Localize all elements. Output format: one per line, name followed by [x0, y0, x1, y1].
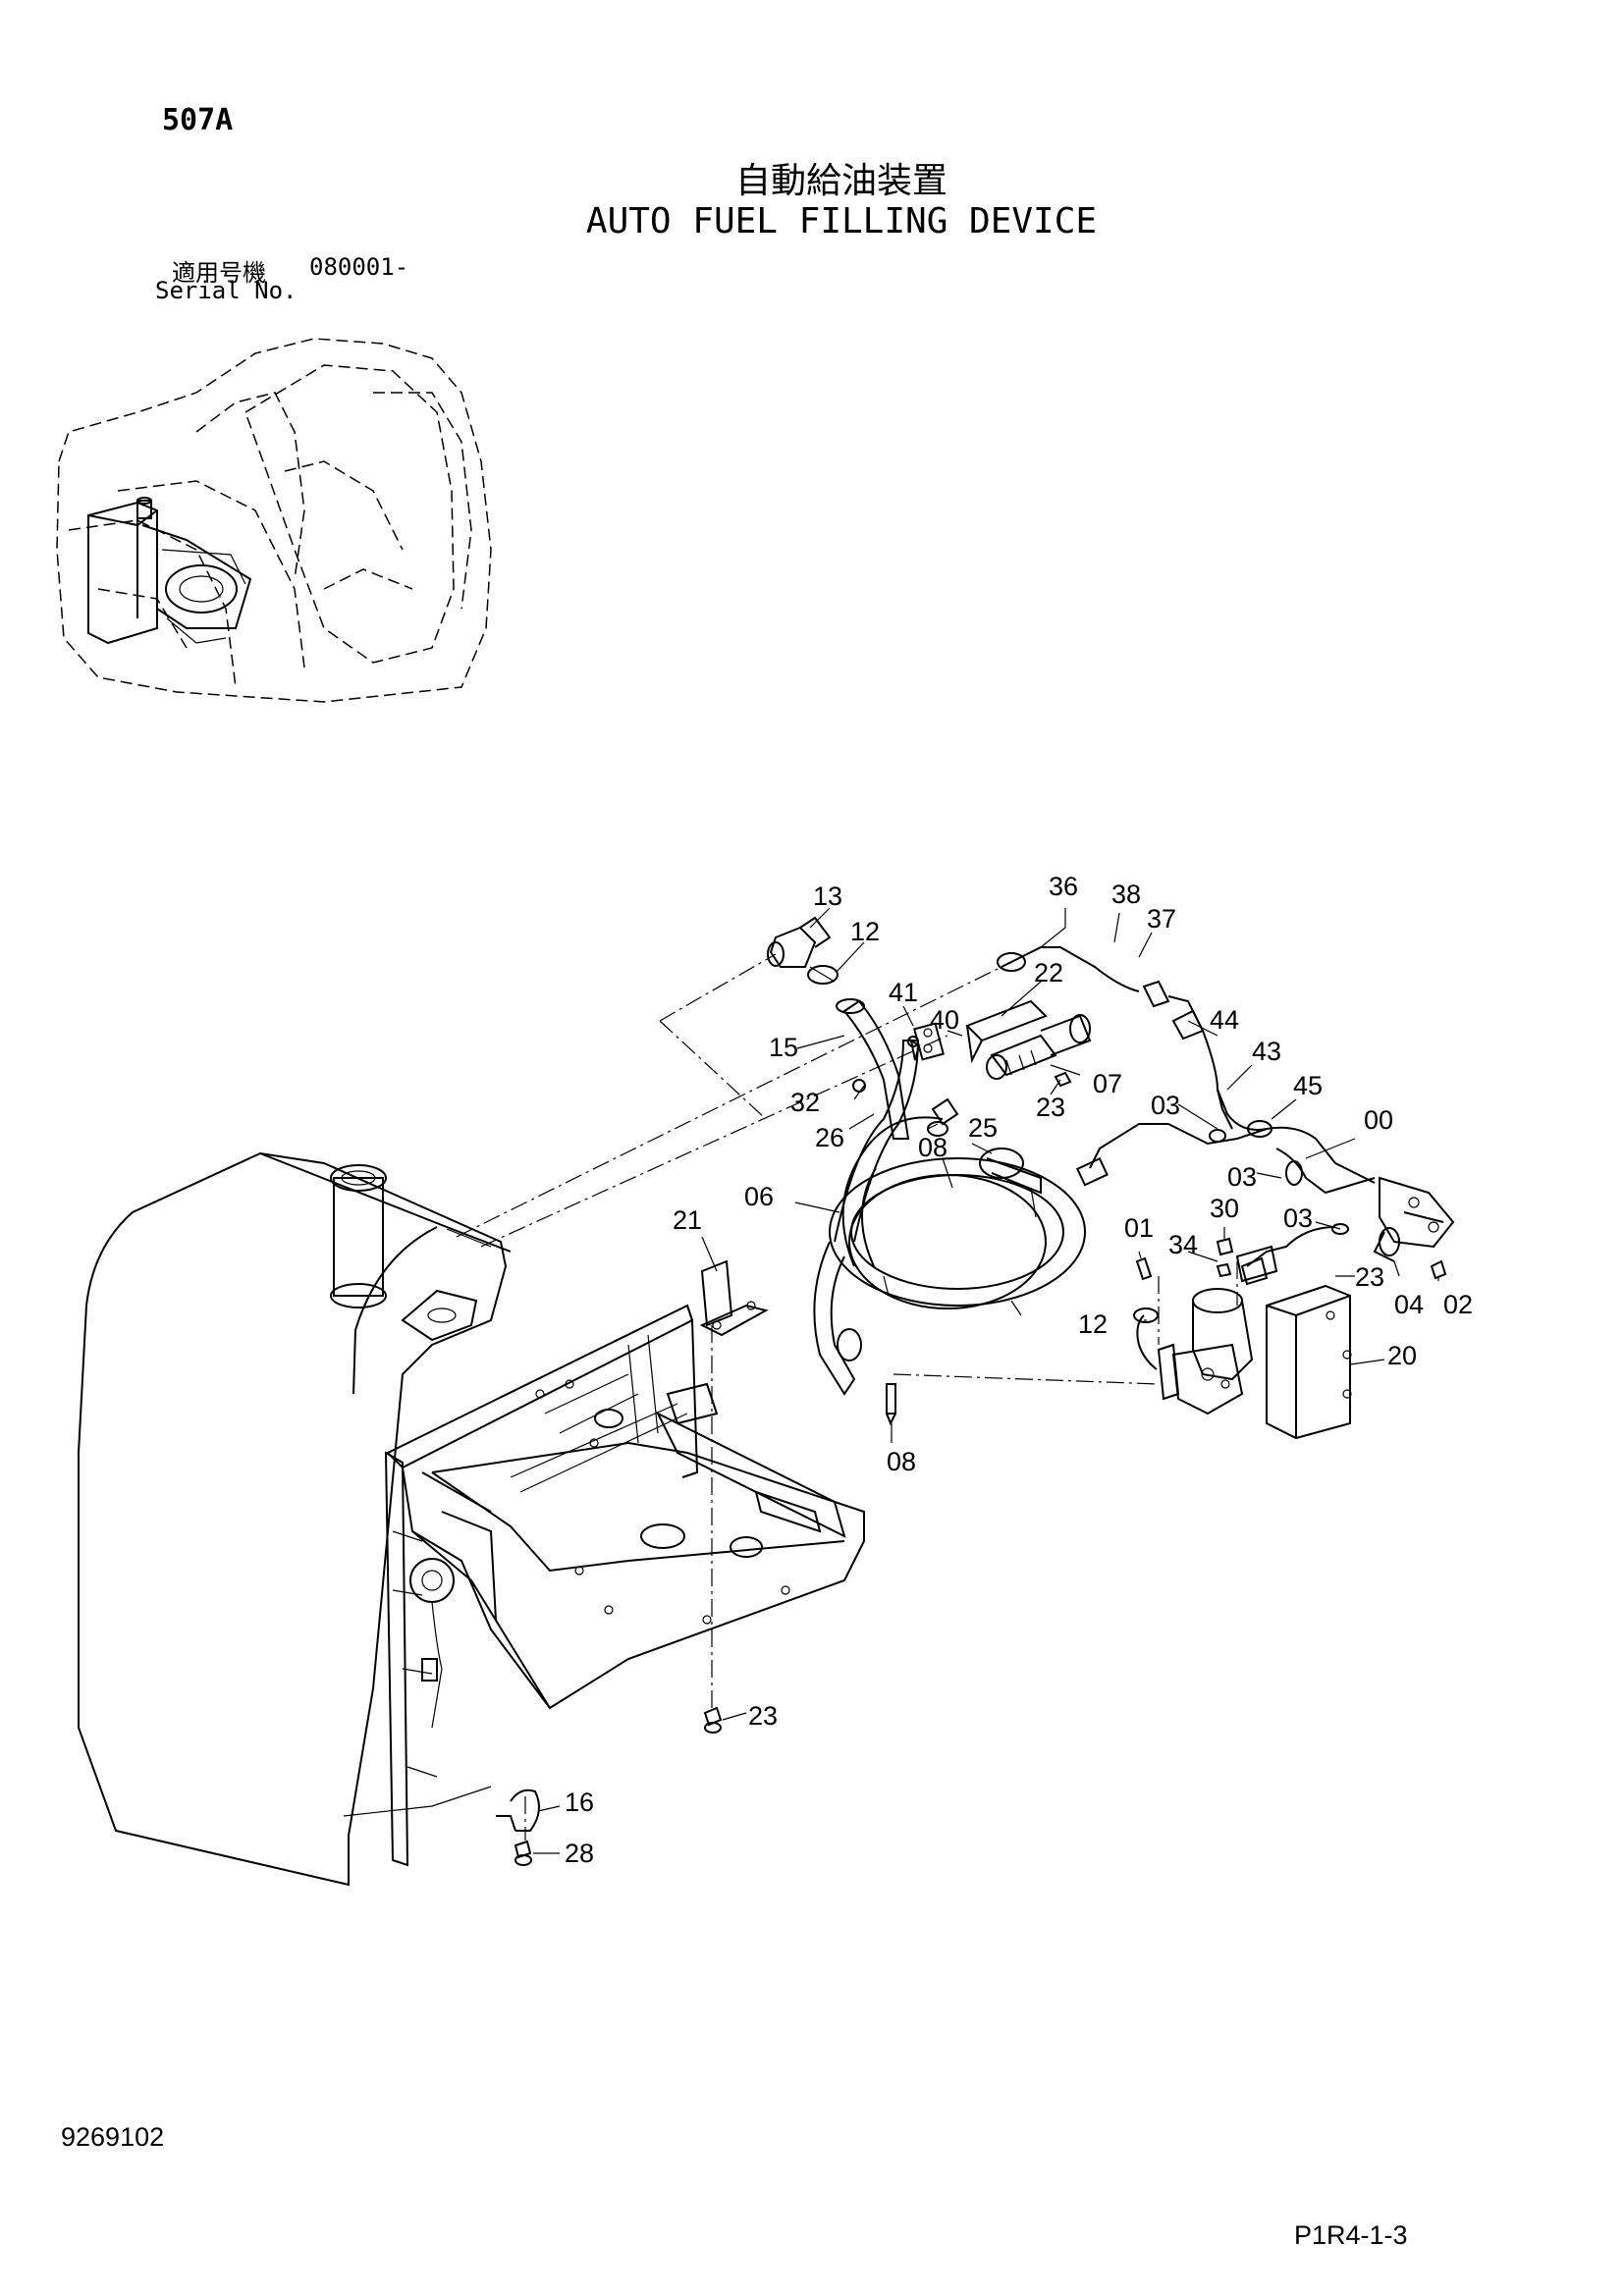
- callout-02: 02: [1443, 1290, 1473, 1319]
- page-reference: P1R4-1-3: [1294, 2220, 1408, 2250]
- callout-08: 08: [887, 1447, 916, 1476]
- callout-03: 03: [1227, 1162, 1257, 1192]
- callout-20: 20: [1387, 1341, 1417, 1370]
- elbow-fitting-13: [767, 916, 839, 985]
- callout-21: 21: [673, 1205, 702, 1235]
- callout-22: 22: [1034, 958, 1063, 988]
- callout-37: 37: [1147, 904, 1176, 934]
- callout-12: 12: [850, 917, 880, 946]
- callout-01: 01: [1124, 1213, 1154, 1243]
- callout-16: 16: [565, 1788, 594, 1817]
- serial-label-english: Serial No.: [155, 277, 298, 304]
- title-japanese: 自動給油装置: [734, 161, 947, 201]
- assembly-lines: [456, 953, 1238, 1841]
- callout-labels: 13 12 36 38 37 22 41 40 15 07 44 43 32 2…: [565, 872, 1473, 1868]
- callout-23: 23: [1355, 1262, 1384, 1292]
- document-number: 9269102: [61, 2122, 165, 2152]
- callout-13: 13: [813, 881, 842, 911]
- callout-45: 45: [1293, 1071, 1323, 1100]
- callout-06: 06: [744, 1182, 774, 1211]
- callout-43: 43: [1252, 1037, 1281, 1066]
- callout-44: 44: [1210, 1005, 1239, 1035]
- coupler-assembly: [852, 999, 1092, 1137]
- callout-23: 23: [1036, 1093, 1065, 1122]
- callout-30: 30: [1210, 1194, 1239, 1223]
- callout-08: 08: [918, 1133, 947, 1162]
- title-english: AUTO FUEL FILLING DEVICE: [585, 201, 1098, 241]
- callout-23: 23: [748, 1701, 778, 1731]
- page-code: 507A: [162, 103, 234, 137]
- callout-00: 00: [1364, 1105, 1393, 1135]
- leader-lines: [533, 907, 1439, 1854]
- mounting-bracket-tray: [386, 1304, 865, 1710]
- callout-12: 12: [1078, 1309, 1108, 1339]
- serial-label-japanese: 適用号機: [172, 259, 266, 287]
- fuel-tank: [78, 1151, 512, 1887]
- callout-25: 25: [968, 1113, 998, 1143]
- fuel-pump-20: [886, 1237, 1352, 1440]
- callout-26: 26: [815, 1123, 844, 1152]
- callout-03: 03: [1283, 1203, 1313, 1233]
- fasteners-bottom: [496, 1706, 723, 1866]
- callout-32: 32: [790, 1088, 820, 1117]
- callout-07: 07: [1093, 1069, 1122, 1098]
- serial-number-value: 080001-: [309, 253, 409, 281]
- bracket-21: [699, 1259, 769, 1337]
- callout-34: 34: [1168, 1230, 1198, 1259]
- callout-28: 28: [565, 1839, 594, 1868]
- callout-03: 03: [1151, 1091, 1180, 1120]
- wiring-harness: [997, 946, 1455, 1286]
- location-inset-view: [56, 338, 492, 703]
- callout-15: 15: [769, 1033, 798, 1062]
- callout-04: 04: [1394, 1290, 1424, 1319]
- hose-06-coil: [813, 998, 1086, 1396]
- callout-41: 41: [889, 978, 918, 1007]
- callout-40: 40: [930, 1005, 959, 1035]
- callout-38: 38: [1111, 880, 1141, 909]
- callout-36: 36: [1049, 872, 1078, 901]
